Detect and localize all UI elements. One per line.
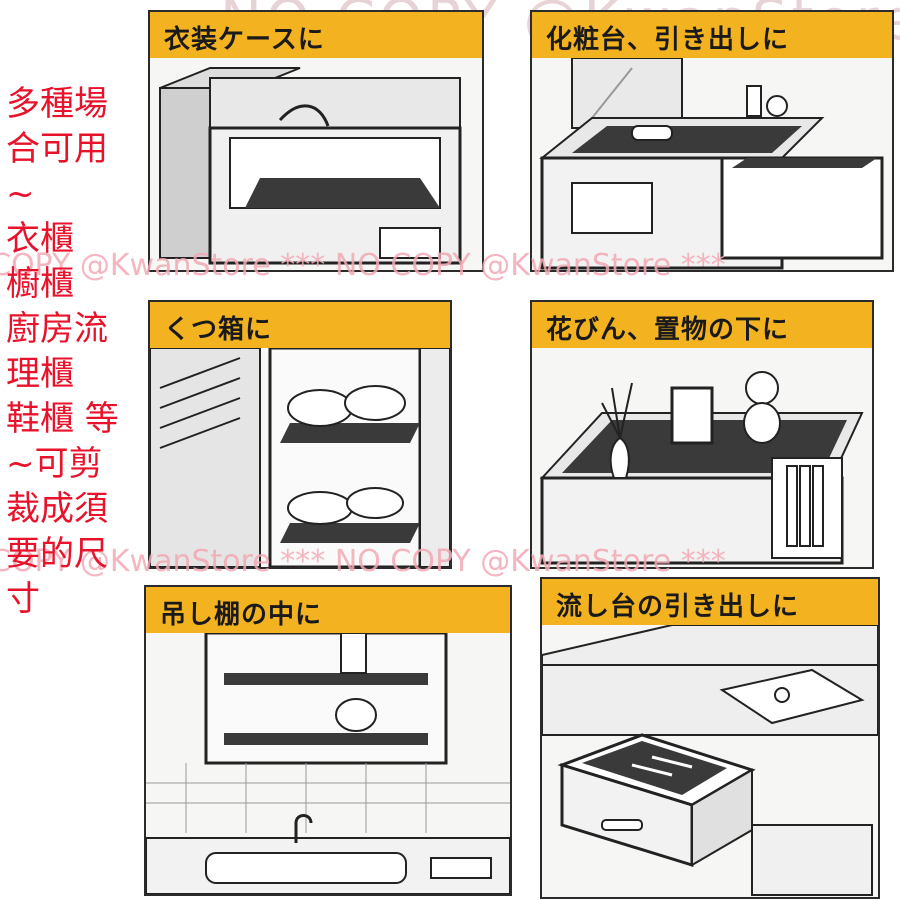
- overlay-line: ~: [6, 174, 35, 214]
- panel-clothing-case: 衣装ケースに: [148, 10, 484, 272]
- panel-header: 衣装ケースに: [150, 12, 482, 60]
- panel-shoe-cabinet: くつ箱に: [148, 300, 452, 569]
- panel-hanging-cupboard: 吊し棚の中に: [144, 585, 512, 896]
- overlay-line: 鞋櫃 等: [6, 399, 119, 439]
- overlay-line: 衣櫃: [6, 219, 74, 259]
- overlay-text: 多種場 合可用 ~ 衣櫃 櫥櫃 廚房流 理櫃 鞋櫃 等 ~可剪 裁成須 要的尺 …: [6, 82, 166, 622]
- panel-title: 流し台の引き出しに: [556, 592, 800, 622]
- overlay-line: 裁成須: [6, 489, 108, 529]
- watermark-line2: COPY @KwanStore *** NO COPY @KwanStore *…: [0, 544, 726, 579]
- panel-header: 化粧台、引き出しに: [532, 12, 892, 60]
- dresser-illustration: [532, 58, 892, 270]
- overlay-line: 要的尺: [6, 534, 108, 574]
- hanging-cupboard-illustration: [146, 633, 510, 894]
- overlay-line: 合可用: [6, 129, 108, 169]
- vase-ornaments-illustration: [532, 348, 872, 567]
- overlay-line: 櫥櫃: [6, 264, 74, 304]
- sink-drawer-illustration: [542, 625, 878, 897]
- watermark-line1: COPY @KwanStore *** NO COPY @KwanStore *…: [0, 248, 726, 283]
- panel-title: 化粧台、引き出しに: [546, 25, 790, 55]
- panel-vase-ornaments: 花びん、置物の下に: [530, 300, 874, 569]
- overlay-line: 多種場: [6, 84, 108, 124]
- overlay-line: 寸: [6, 579, 40, 619]
- panel-sink-drawer: 流し台の引き出しに: [540, 577, 880, 899]
- panel-title: 花びん、置物の下に: [546, 315, 790, 345]
- panel-title: 衣装ケースに: [164, 25, 325, 55]
- clothing-case-illustration: [150, 58, 482, 270]
- shoe-cabinet-illustration: [150, 348, 450, 567]
- panel-header: 吊し棚の中に: [146, 587, 510, 635]
- panel-header: 流し台の引き出しに: [542, 579, 878, 627]
- panel-header: 花びん、置物の下に: [532, 302, 872, 350]
- overlay-line: 廚房流: [6, 309, 108, 349]
- overlay-line: 理櫃: [6, 354, 74, 394]
- panel-header: くつ箱に: [150, 302, 450, 350]
- overlay-line: ~可剪: [6, 444, 103, 484]
- panel-title: くつ箱に: [164, 315, 273, 345]
- panel-title: 吊し棚の中に: [160, 600, 323, 630]
- panel-dresser: 化粧台、引き出しに: [530, 10, 894, 272]
